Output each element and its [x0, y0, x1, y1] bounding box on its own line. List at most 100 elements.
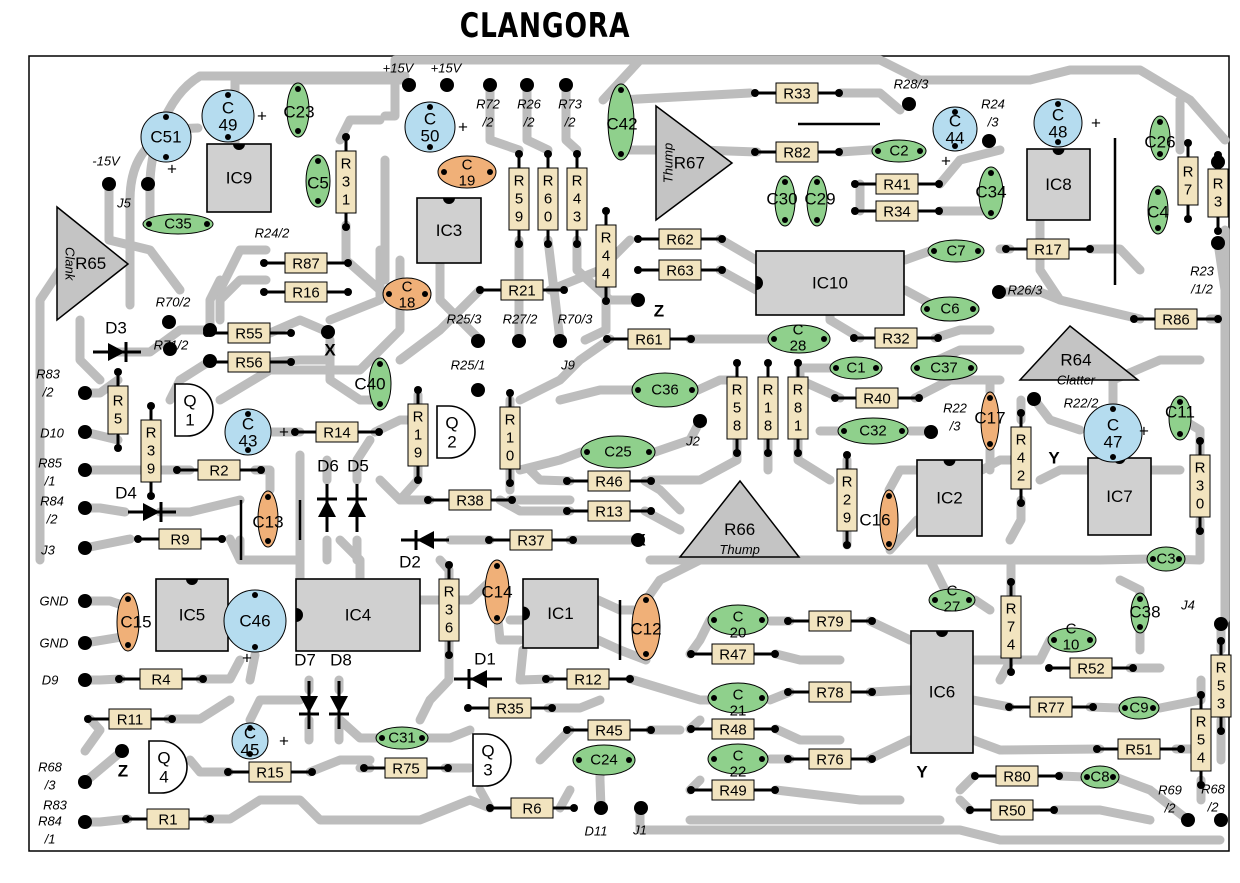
resistor-r11[interactable]: R11 [84, 708, 176, 730]
diode-d3[interactable]: D3 [93, 319, 141, 363]
resistor-r32[interactable]: R32 [850, 327, 942, 349]
ic-ic2[interactable]: IC2 [916, 459, 983, 537]
capacitor-c28[interactable]: C28 [767, 322, 831, 355]
electrolytic-c51[interactable]: C51+ [140, 111, 192, 179]
resistor-r49[interactable]: R49 [687, 779, 779, 801]
capacitor-c34[interactable]: C34 [975, 166, 1007, 220]
resistor-r50[interactable]: R50 [966, 799, 1058, 821]
resistor-r56[interactable]: R56 [203, 351, 295, 373]
resistor-r12[interactable]: R12 [542, 668, 634, 690]
resistor-r16[interactable]: R16 [260, 281, 352, 303]
resistor-r46[interactable]: R46 [563, 470, 655, 492]
resistor-r5[interactable]: R5 [107, 368, 129, 452]
diode-d6[interactable]: D6 [317, 457, 339, 533]
resistor-r6[interactable]: R6 [486, 797, 578, 819]
resistor-r2[interactable]: R2 [173, 459, 265, 481]
resistor-r9[interactable]: R9 [134, 528, 226, 550]
resistor-r1[interactable]: R1 [122, 808, 214, 830]
resistor-r54[interactable]: R54 [1190, 691, 1212, 789]
capacitor-c20[interactable]: C20 [707, 604, 769, 642]
electrolytic-c48[interactable]: C48+ [1033, 98, 1101, 148]
ic-ic7[interactable]: IC7 [1087, 457, 1152, 536]
capacitor-c11[interactable]: C11 [1165, 395, 1195, 441]
resistor-r40[interactable]: R40 [831, 387, 923, 409]
capacitor-c31[interactable]: C31 [375, 726, 429, 750]
electrolytic-c43[interactable]: C43+ [224, 408, 289, 456]
capacitor-c40[interactable]: C40 [354, 357, 392, 411]
resistor-r18[interactable]: R18 [757, 359, 779, 457]
capacitor-c26[interactable]: C26 [1144, 115, 1176, 161]
resistor-r31[interactable]: R31 [335, 133, 357, 231]
ic-ic9[interactable]: IC9 [206, 143, 272, 213]
ic-ic5[interactable]: IC5 [155, 578, 229, 652]
electrolytic-c49[interactable]: C49+ [201, 89, 267, 143]
resistor-r3[interactable]: R3 [1207, 151, 1229, 235]
capacitor-c8[interactable]: C8 [1080, 765, 1120, 789]
resistor-r80[interactable]: R80 [971, 765, 1063, 787]
resistor-r82[interactable]: R82 [751, 141, 843, 163]
resistor-r48[interactable]: R48 [687, 718, 779, 740]
capacitor-c2[interactable]: C2 [871, 139, 927, 163]
capacitor-c23[interactable]: C23 [283, 82, 315, 138]
resistor-r60[interactable]: R60 [537, 150, 559, 248]
transistor-q3[interactable]: Q3 [472, 733, 512, 787]
resistor-r87[interactable]: R87 [260, 252, 352, 274]
ic-ic3[interactable]: IC3 [416, 197, 482, 264]
capacitor-c5[interactable]: C5 [305, 154, 331, 208]
resistor-r29[interactable]: R29 [836, 451, 858, 549]
capacitor-c10[interactable]: C10 [1047, 621, 1097, 654]
ic-ic8[interactable]: IC8 [1026, 148, 1091, 221]
resistor-r61[interactable]: R61 [603, 328, 695, 350]
resistor-r78[interactable]: R78 [784, 681, 876, 703]
capacitor-c42[interactable]: C42 [606, 83, 638, 161]
capacitor-c12[interactable]: C12 [630, 593, 662, 661]
capacitor-c4[interactable]: C4 [1147, 185, 1169, 235]
diode-d1[interactable]: D1 [454, 650, 502, 690]
capacitor-c16[interactable]: C16 [859, 489, 899, 551]
resistor-r58[interactable]: R58 [726, 359, 748, 457]
resistor-r39[interactable]: R39 [140, 402, 162, 500]
diode-d4[interactable]: D4 [115, 484, 176, 523]
capacitor-c36[interactable]: C36 [631, 372, 699, 408]
resistor-r21[interactable]: R21 [476, 279, 568, 301]
resistor-r55[interactable]: R55 [203, 322, 295, 344]
diode-d2[interactable]: D2 [399, 530, 449, 572]
resistor-r17[interactable]: R17 [1002, 238, 1094, 260]
capacitor-c15[interactable]: C15 [116, 592, 152, 652]
capacitor-c30[interactable]: C30 [766, 175, 798, 227]
resistor-r59[interactable]: R59 [508, 150, 530, 248]
resistor-r38[interactable]: R38 [424, 489, 516, 511]
capacitor-c24[interactable]: C24 [572, 744, 636, 776]
ic-ic4[interactable]: IC4 [295, 578, 421, 652]
resistor-r86[interactable]: R86 [1130, 308, 1222, 330]
capacitor-c3[interactable]: C3 [1146, 546, 1186, 572]
resistor-r4[interactable]: R4 [115, 668, 207, 690]
resistor-r14[interactable]: R14 [291, 421, 383, 443]
resistor-r35[interactable]: R35 [464, 697, 556, 719]
capacitor-c35[interactable]: C35 [142, 213, 214, 235]
resistor-r43[interactable]: R43 [566, 150, 588, 248]
capacitor-c6[interactable]: C6 [920, 296, 980, 322]
resistor-r45[interactable]: R45 [563, 719, 655, 741]
resistor-r44[interactable]: R44 [595, 207, 617, 305]
capacitor-c27[interactable]: C27 [928, 583, 976, 616]
transistor-q2[interactable]: Q2 [436, 405, 476, 459]
electrolytic-c46[interactable]: C46+ [223, 589, 287, 668]
diode-d8[interactable]: D8 [329, 651, 352, 730]
capacitor-c14[interactable]: C14 [481, 559, 513, 625]
capacitor-c22[interactable]: C22 [707, 743, 769, 781]
resistor-r10[interactable]: R10 [499, 389, 521, 487]
resistor-r74[interactable]: R74 [1000, 578, 1022, 676]
capacitor-c1[interactable]: C1 [829, 356, 883, 380]
capacitor-c37[interactable]: C37 [910, 355, 978, 381]
capacitor-c25[interactable]: C25 [580, 435, 656, 469]
resistor-r30[interactable]: R30 [1189, 437, 1211, 535]
resistor-r41[interactable]: R41 [851, 173, 943, 195]
ic-ic1[interactable]: IC1 [522, 578, 599, 649]
resistor-r19[interactable]: R19 [407, 386, 429, 484]
resistor-r13[interactable]: R13 [563, 500, 655, 522]
